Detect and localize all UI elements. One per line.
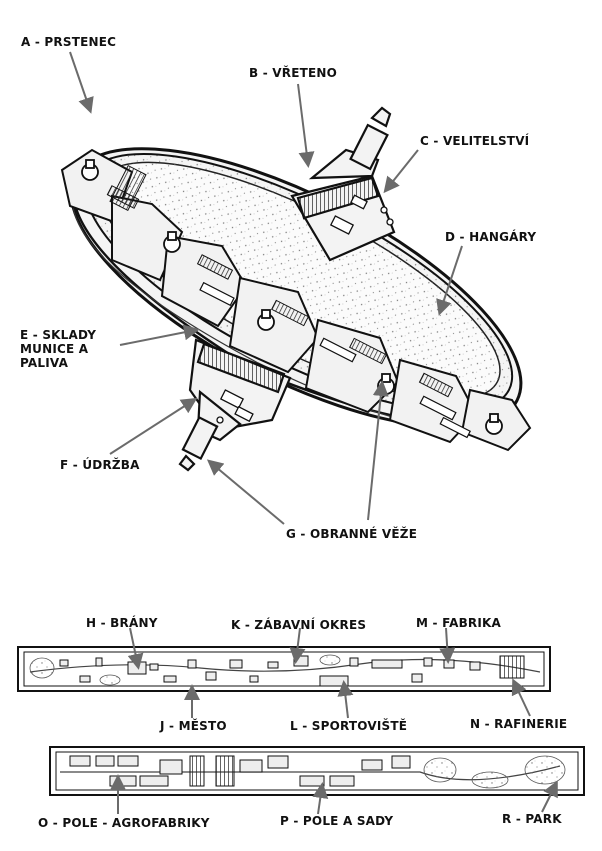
label-a-ring: A - PRSTENEC xyxy=(21,35,116,49)
ring-map-strip-upper xyxy=(18,647,550,691)
label-e-storage: E - SKLADY MUNICE A PALIVA xyxy=(20,328,96,370)
label-p-fields-orchards: P - POLE A SADY xyxy=(280,814,393,828)
label-e-line-3: PALIVA xyxy=(20,356,96,370)
label-m-factory: M - FABRIKA xyxy=(416,616,501,630)
label-g-defense-towers: G - OBRANNÉ VĚŽE xyxy=(286,527,417,541)
label-k-entertainment: K - ZÁBAVNÍ OKRES xyxy=(231,618,366,632)
station-ring xyxy=(33,93,558,482)
label-l-sports: L - SPORTOVIŠTĚ xyxy=(290,719,407,733)
label-e-line-2: MUNICE A xyxy=(20,342,96,356)
label-e-line-1: E - SKLADY xyxy=(20,328,96,342)
ring-map-strip-lower xyxy=(50,747,584,795)
label-o-agrofactories: O - POLE - AGROFABRIKY xyxy=(38,816,210,830)
label-d-hangars: D - HANGÁRY xyxy=(445,230,536,244)
label-r-park: R - PARK xyxy=(502,812,562,826)
label-f-maintenance: F - ÚDRŽBA xyxy=(60,458,140,472)
label-j-city: J - MĚSTO xyxy=(160,719,227,733)
label-b-spindle: B - VŘETENO xyxy=(249,66,337,80)
label-c-command: C - VELITELSTVÍ xyxy=(420,134,529,148)
label-h-gates: H - BRÁNY xyxy=(86,616,158,630)
label-n-refinery: N - RAFINERIE xyxy=(470,717,567,731)
